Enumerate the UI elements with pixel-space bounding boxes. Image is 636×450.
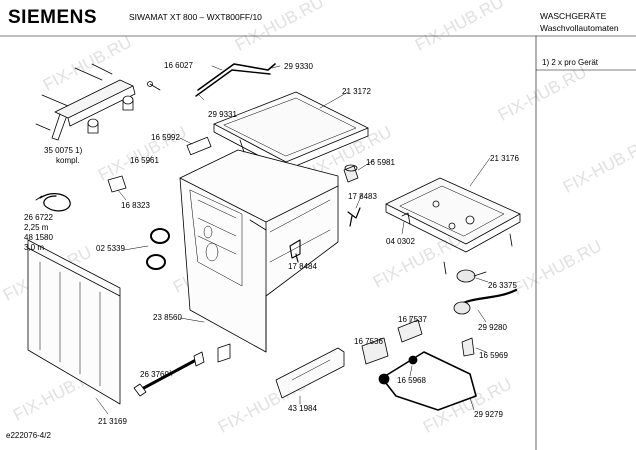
brand-logo: SIEMENS	[8, 7, 98, 28]
label-plate-16-5992	[186, 136, 212, 156]
part-label: 04 0302	[386, 237, 415, 246]
part-label: 16 6027	[164, 61, 193, 70]
part-label: 16 5981	[366, 158, 395, 167]
drain-hose-29-9280	[453, 288, 518, 315]
part-label: 16 5961	[130, 156, 159, 165]
model-title: SIWAMAT XT 800 – WXT800FF/10	[129, 12, 262, 22]
part-label: 23 8560	[153, 313, 182, 322]
part-16-5969	[461, 337, 475, 357]
part-label: 29 9331	[208, 110, 237, 119]
pump-part-26-3375	[456, 269, 487, 283]
leader-lines	[95, 65, 491, 415]
top-rod-assembly	[147, 63, 276, 97]
side-panel	[27, 239, 121, 405]
screw-04-0302	[401, 212, 411, 225]
wrench-tool	[133, 351, 205, 397]
part-label: 21 3176	[490, 154, 519, 163]
part-label: 43 1984	[288, 404, 317, 413]
part-label: 26 6722	[24, 213, 53, 222]
part-label: 16 7537	[398, 315, 427, 324]
document-id: e222076-4/2	[6, 431, 51, 440]
seal-rings	[146, 228, 170, 270]
part-label: 02 5339	[96, 244, 125, 253]
part-label: 17 8483	[348, 192, 377, 201]
part-label: 16 5992	[151, 133, 180, 142]
clip-16-8323	[107, 175, 127, 193]
part-label: 35 0075 1)	[44, 146, 83, 155]
part-label: 29 9330	[284, 62, 313, 71]
footnote: 1) 2 x pro Gerät	[542, 58, 599, 67]
part-label: 16 5969	[479, 351, 508, 360]
part-label: 26 3375	[488, 281, 517, 290]
cabinet-body	[179, 136, 339, 353]
hose-bracket-16-5981	[343, 164, 359, 183]
bracket-23-8560	[217, 343, 231, 363]
part-label: 17 8484	[288, 262, 317, 271]
category-title: WASCHGERÄTE	[540, 11, 607, 21]
part-label: 29 9280	[478, 323, 507, 332]
wire-harness-29-9279	[378, 351, 477, 411]
part-label: 29 9279	[474, 410, 503, 419]
power-cable	[35, 193, 71, 212]
part-label: 2,25 m	[24, 223, 49, 232]
part-label: 16 5968	[397, 376, 426, 385]
relay-16-7537	[397, 319, 423, 343]
base-frame	[385, 177, 521, 253]
part-label: 16 7536	[354, 337, 383, 346]
part-label: 48 1580	[24, 233, 53, 242]
part-label: 16 8323	[121, 201, 150, 210]
part-label: 26 3760	[140, 370, 169, 379]
transport-bracket	[35, 63, 136, 141]
screws	[443, 233, 513, 275]
part-label: 21 3169	[98, 417, 127, 426]
category-subtitle: Waschvollautomaten	[540, 23, 619, 33]
part-label: kompl.	[56, 156, 80, 165]
part-label: 21 3172	[342, 87, 371, 96]
clip-17-8483	[347, 207, 361, 227]
relay-16-7536	[361, 337, 389, 365]
service-flap	[275, 347, 345, 399]
part-label: 3,0 m	[24, 243, 45, 252]
